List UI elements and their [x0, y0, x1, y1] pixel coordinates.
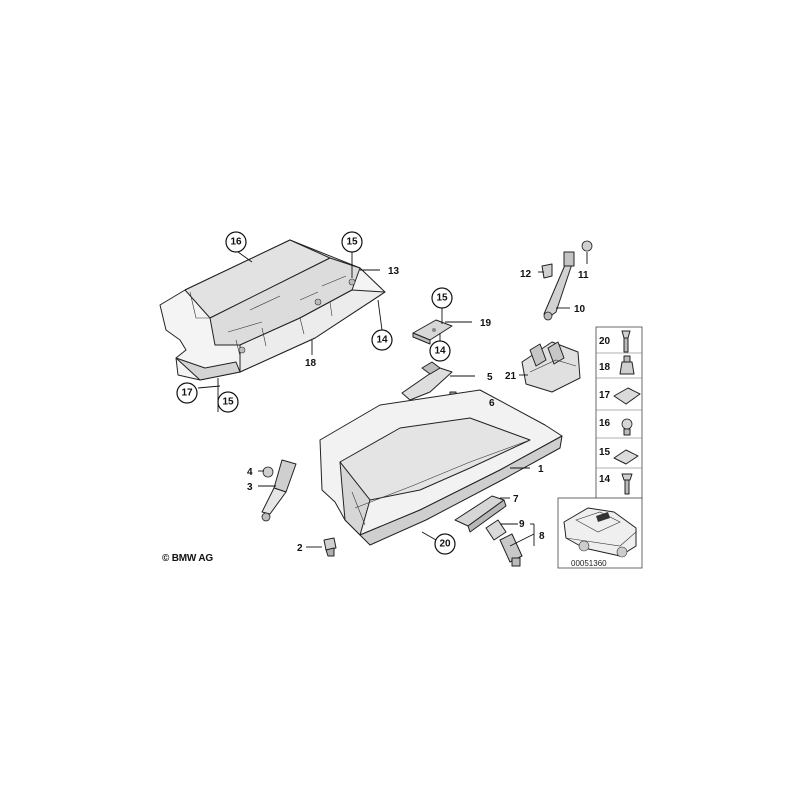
gas-damper-part [261, 459, 297, 522]
callout-label: 15 [436, 293, 448, 304]
legend-label-14: 14 [599, 474, 611, 485]
glovebox-part [319, 389, 563, 546]
callout-16-top: 16 [225, 231, 247, 253]
callout-15-bottom: 15 [217, 391, 239, 413]
callout-label: 15 [222, 397, 234, 408]
label-10: 10 [574, 304, 586, 315]
copyright-notice: © BMW AG [162, 553, 213, 564]
callout-label: 20 [439, 539, 451, 550]
callout-14-clip: 14 [429, 340, 451, 362]
legend-label-16: 16 [599, 418, 611, 429]
hinge-bracket-part [521, 341, 581, 393]
legend-label-15: 15 [599, 447, 611, 458]
label-9: 9 [519, 519, 525, 530]
callout-15-top: 15 [341, 231, 363, 253]
label-8: 8 [539, 531, 545, 542]
legend-label-17: 17 [599, 390, 611, 401]
label-19: 19 [480, 318, 492, 329]
label-2: 2 [297, 543, 303, 554]
label-18: 18 [305, 358, 317, 369]
callout-label: 14 [434, 346, 446, 357]
callout-label: 15 [346, 237, 358, 248]
legend-label-20: 20 [599, 336, 611, 347]
label-6: 6 [489, 398, 495, 409]
callout-17: 17 [176, 382, 198, 404]
label-11: 11 [578, 270, 589, 281]
legend-label-18: 18 [599, 362, 611, 373]
lock-cylinder-part [485, 519, 523, 567]
label-12: 12 [520, 269, 532, 280]
handle-part [454, 495, 507, 533]
hinge-rod-part [541, 240, 593, 321]
label-21: 21 [505, 371, 517, 382]
label-1: 1 [538, 464, 544, 475]
callout-label: 17 [181, 388, 193, 399]
diagram-reference-code: 00051360 [571, 559, 607, 568]
callout-20-glovebox: 20 [434, 533, 456, 555]
label-4: 4 [247, 467, 253, 478]
striker-part [401, 361, 453, 401]
callout-14-right: 14 [371, 329, 393, 351]
label-7: 7 [513, 494, 519, 505]
callout-label: 14 [376, 335, 388, 346]
label-13: 13 [388, 266, 400, 277]
label-3: 3 [247, 482, 253, 493]
screw-part [323, 537, 337, 557]
vehicle-location-inset [557, 497, 643, 569]
label-5: 5 [487, 372, 493, 383]
fastener-legend-box [595, 326, 643, 500]
upper-tray-part [159, 239, 386, 381]
clip-bracket-part [412, 319, 453, 345]
callout-15-clip: 15 [431, 287, 453, 309]
callout-label: 16 [230, 237, 242, 248]
